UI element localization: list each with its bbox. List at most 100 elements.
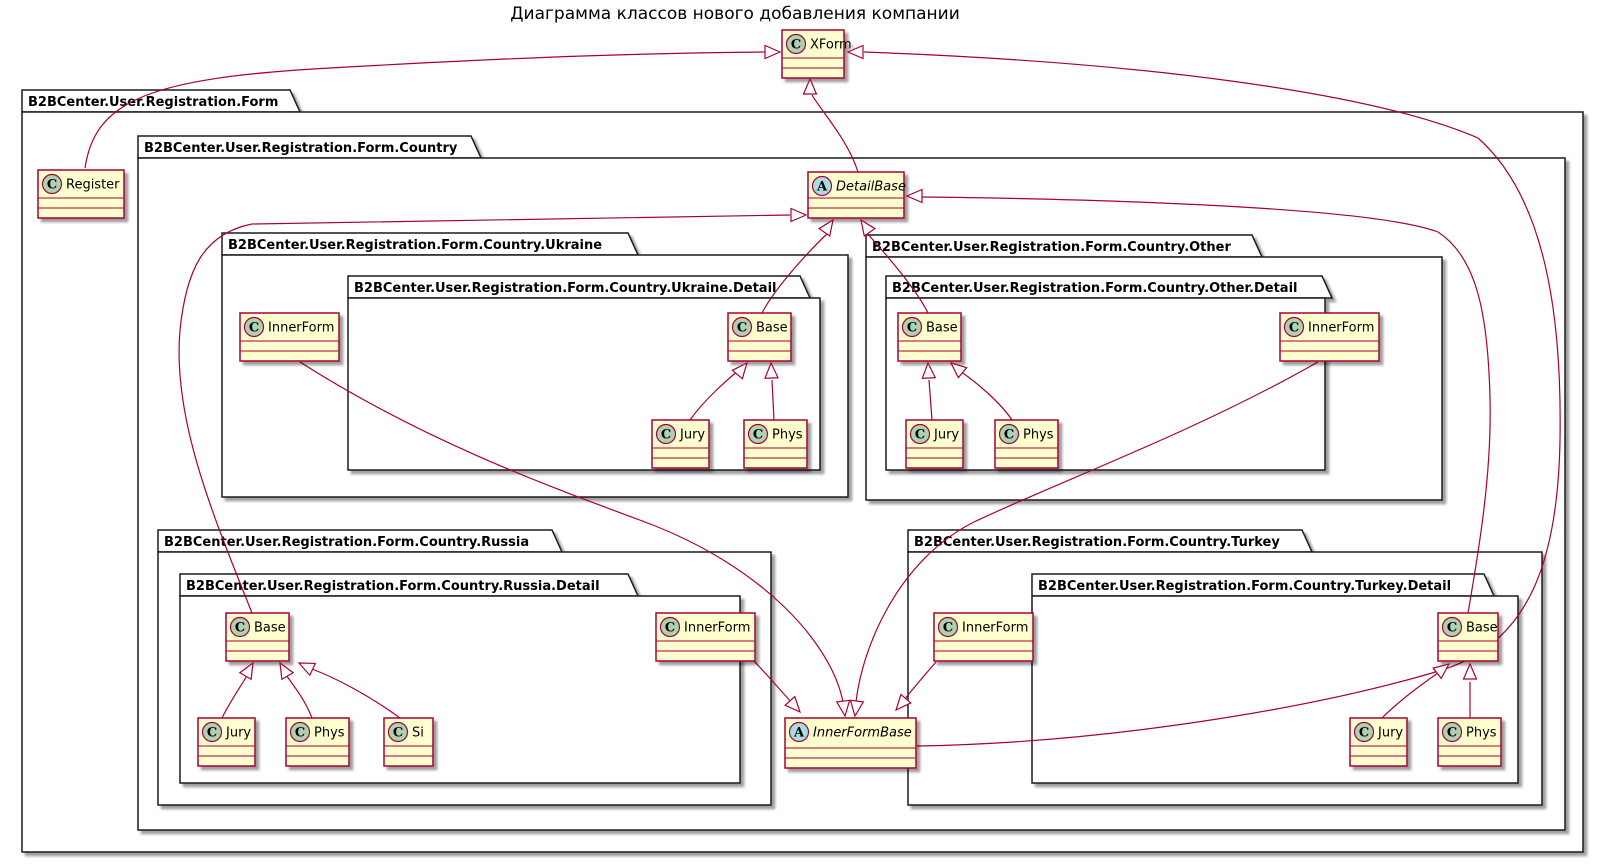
class-other-jury: C Jury [905,419,964,469]
arrowhead-other-base-extends-detailbase [860,218,877,238]
class-russia-jury: C Jury [197,717,256,767]
class-name-turkey-phys: Phys [1466,726,1497,741]
edge-register-extends-xform [84,51,767,169]
package-label-other-detail: B2BCenter.User.Registration.Form.Country… [892,281,1297,296]
class-russia-si: C Si [383,717,434,767]
class-icon-letter: C [1289,321,1299,336]
edge-other-base-extends-detailbase [865,231,929,314]
class-box-other-jury [905,419,964,469]
class-name-ukraine-base: Base [756,321,788,336]
class-name-russia-phys: Phys [314,726,345,741]
package-turkey-detail: B2BCenter.User.Registration.Form.Country… [1031,573,1519,784]
package-label-turkey: B2BCenter.User.Registration.Form.Country… [914,535,1280,550]
package-body-turkey-detail [1031,595,1519,784]
arrowhead-other-phys-extends-base [949,362,968,379]
arrowhead-ukraine-base-extends-detailbase [817,218,834,238]
class-name-turkey-base: Base [1466,621,1498,636]
arrowhead-russia-base-extends-detailbase [790,207,808,223]
edge-ukraine-innerform-extends-innerformbase [299,361,844,703]
package-label-other: B2BCenter.User.Registration.Form.Country… [872,240,1231,255]
edge-russia-jury-extends-base [221,673,249,719]
arrowhead-ukraine-phys-extends-base [764,361,779,379]
class-icon [785,33,807,55]
class-ukraine-jury: C Jury [651,419,710,469]
class-icon-letter: C [915,428,925,443]
class-other-innerform: C InnerForm [1279,312,1380,362]
edge-russia-phys-extends-base [285,674,313,719]
class-icon-letter: C [295,726,305,741]
class-icon [731,316,753,338]
arrowhead-turkey-innerform-extends-innerformbase [895,693,912,712]
arrowheads-layer [238,44,1478,718]
class-icon [998,423,1020,445]
class-name-innerformbase: InnerFormBase [813,726,912,741]
class-icon [937,616,959,638]
abstract-class-icon [788,721,810,743]
package-russia-detail: B2BCenter.User.Registration.Form.Country… [179,573,741,784]
class-name-other-base: Base [926,321,958,336]
class-icon-letter: C [1004,428,1014,443]
arrowhead-turkey-base-extends-detailbase [905,188,923,204]
package-tab-other-detail [885,275,1334,299]
class-icon-letter: C [1447,726,1457,741]
class-icon [201,721,223,743]
class-icon-letter: C [47,178,57,193]
arrowhead-ukraine-jury-extends-base [731,361,748,380]
class-icon-letter: C [753,428,763,443]
class-name-russia-innerform: InnerForm [684,621,750,636]
class-innerformbase: A InnerFormBase [784,717,917,769]
class-icon [41,173,63,195]
edge-innerformbase-extends-xform [863,51,1561,747]
package-label-ukraine: B2BCenter.User.Registration.Form.Country… [228,238,602,253]
arrowhead-innerformbase-extends-xform [846,44,864,60]
class-icon-letter: A [793,726,805,741]
class-icon-letter: C [791,38,801,53]
class-icon-letter: C [207,726,217,741]
arrowhead-russia-jury-extends-base [238,661,254,681]
edge-russia-innerform-extends-innerformbase [753,660,793,704]
class-icon-letter: C [235,621,245,636]
edge-other-innerform-extends-innerformbase [855,361,1319,703]
edges-layer [84,51,1561,747]
class-name-russia-jury: Jury [225,726,251,741]
class-name-register: Register [66,178,120,193]
class-icon-letter: C [661,428,671,443]
arrowhead-other-innerform-extends-innerformbase [849,699,865,718]
class-icon [1353,721,1375,743]
arrowhead-detailbase-extends-xform [802,77,818,95]
class-icon [747,423,769,445]
edge-detailbase-extends-xform [811,94,859,173]
class-icon [1441,616,1463,638]
class-name-other-jury: Jury [933,428,959,443]
arrowhead-turkey-phys-extends-base [1462,662,1478,680]
package-label-russia-detail: B2BCenter.User.Registration.Form.Country… [186,579,600,594]
edge-other-phys-extends-base [959,370,1013,421]
class-name-other-innerform: InnerForm [1308,321,1374,336]
class-name-ukraine-jury: Jury [679,428,705,443]
class-icon [909,423,931,445]
class-icon-letter: C [943,621,953,636]
package-label-russia: B2BCenter.User.Registration.Form.Country… [164,535,529,550]
class-icon [655,423,677,445]
class-box-turkey-phys [1437,717,1502,767]
class-name-turkey-jury: Jury [1377,726,1403,741]
class-name-russia-si: Si [412,726,424,741]
class-icon [289,721,311,743]
edge-russia-si-extends-base [311,668,401,719]
class-icon-letter: C [393,726,403,741]
class-icon [1441,721,1463,743]
class-turkey-phys: C Phys [1437,717,1502,767]
class-icon-letter: C [249,321,259,336]
class-register: C Register [37,169,125,219]
